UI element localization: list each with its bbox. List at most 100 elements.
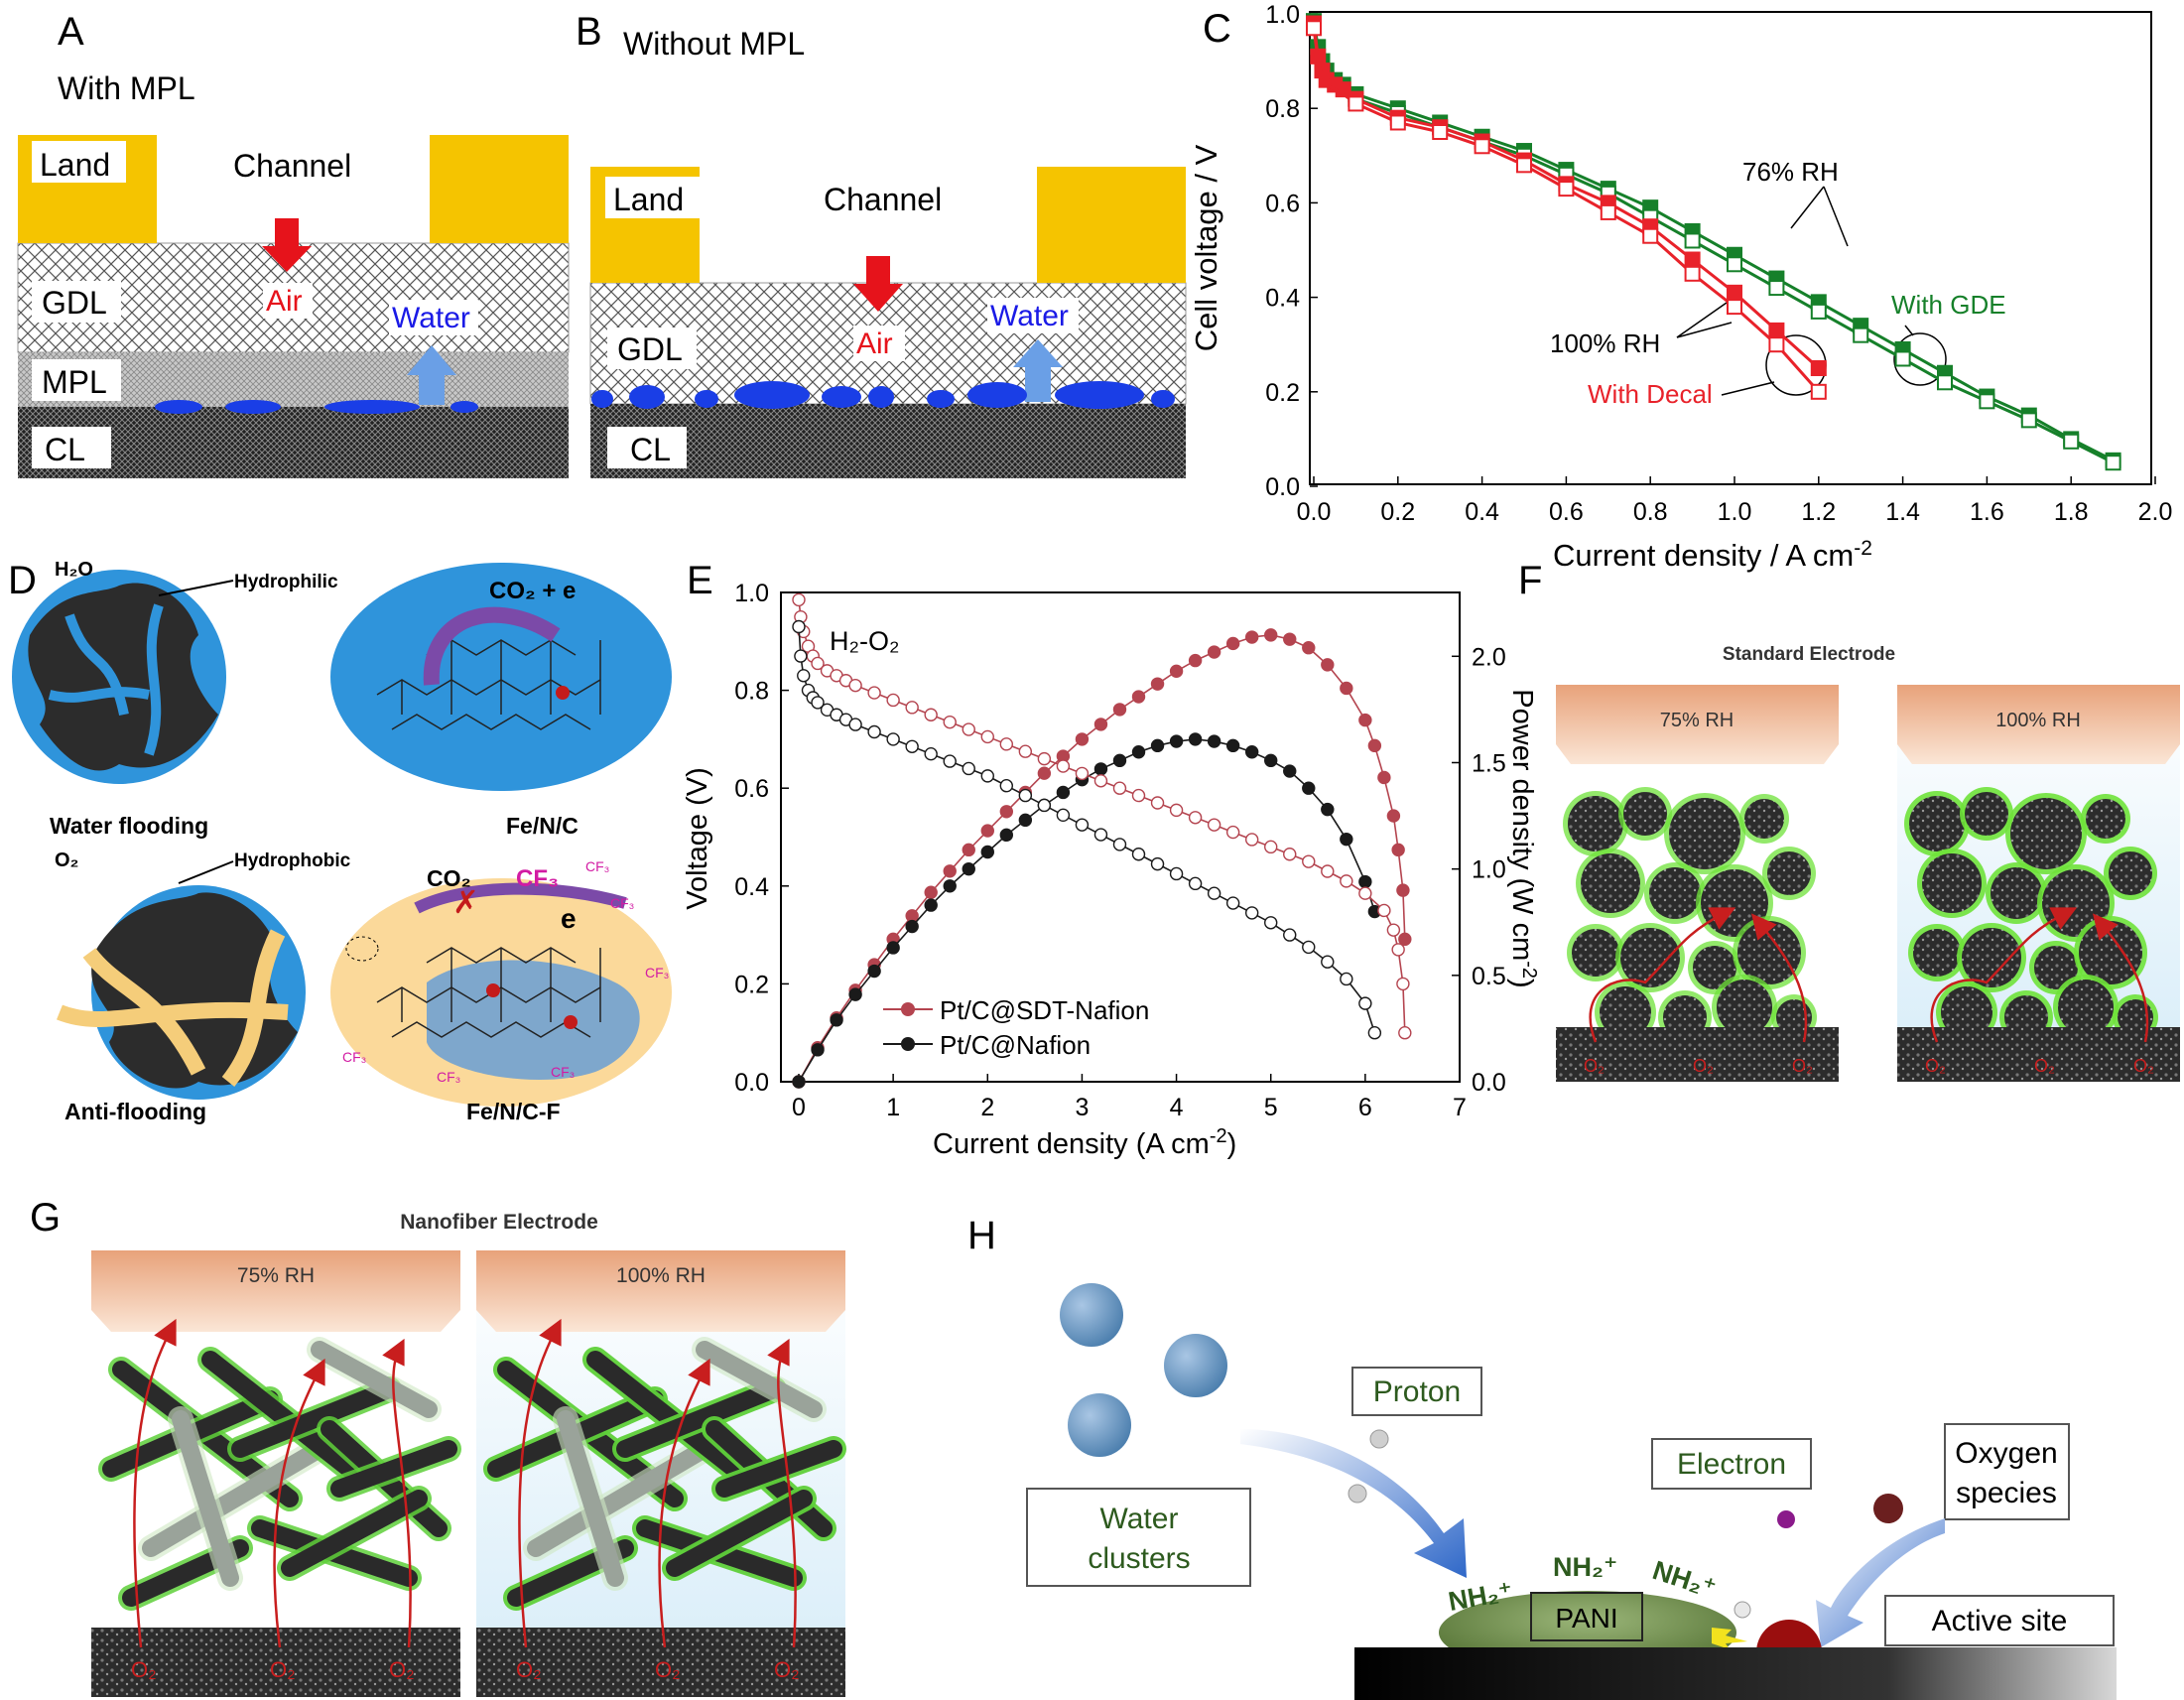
chart-e-point <box>1283 848 1297 861</box>
chart-e-point <box>1075 818 1090 832</box>
hydrophobic-leader <box>178 860 234 884</box>
water-label: Water <box>990 300 1069 332</box>
chart-e-xtick-label: 0 <box>792 1094 806 1121</box>
water-droplets <box>591 381 1175 409</box>
svg-text:CF₃: CF₃ <box>610 895 634 911</box>
chart-e-point <box>848 718 862 731</box>
chart-e-point <box>1377 770 1391 785</box>
nanofiber <box>586 1351 743 1478</box>
chart-e-point <box>905 701 919 715</box>
chart-e-point <box>943 864 957 878</box>
water-arrow-icon <box>407 345 456 405</box>
chart-e-point <box>1340 832 1353 847</box>
chart-e-point <box>794 649 808 663</box>
chart-e-point <box>1225 636 1240 651</box>
chart-e-point <box>867 964 881 979</box>
fenc-molecule <box>376 639 601 730</box>
chart-c-xtick-label: 2.0 <box>2138 498 2173 526</box>
chart-e-point <box>1112 753 1127 768</box>
chart-e-point <box>1283 928 1297 942</box>
nanofiber <box>330 1440 457 1498</box>
chart-c-xtick-label: 1.8 <box>2054 498 2089 526</box>
carbon-particle <box>2058 980 2114 1035</box>
chart-c-point <box>1768 280 1785 297</box>
chart-c-point <box>1474 138 1490 155</box>
svg-text:CF₃: CF₃ <box>551 1064 575 1080</box>
chart-e-series-line <box>798 599 1406 1033</box>
chart-e-point <box>1075 732 1090 746</box>
carbon-particle <box>2109 851 2152 895</box>
oxygen-species-label-2: species <box>1956 1477 2057 1509</box>
oxygen-path <box>767 1338 797 1648</box>
chart-c-point <box>1727 299 1742 316</box>
chart-e-xtick-label: 5 <box>1264 1094 1278 1121</box>
carbon-particle <box>1693 946 1736 989</box>
panel-g-title: Nanofiber Electrode <box>400 1211 598 1234</box>
chart-c-ytick-label: 0.4 <box>1265 285 1300 313</box>
chart-e-point <box>867 724 881 739</box>
cl-label-box <box>32 427 111 468</box>
dashed-highlight <box>345 936 379 962</box>
oxygen-path <box>1589 907 1736 1043</box>
chart-e-point <box>1131 848 1146 861</box>
chart-e-point <box>905 739 919 753</box>
chart-c-point <box>2063 433 2080 450</box>
nanofiber <box>231 1380 398 1458</box>
nh2-label-2: NH₂⁺ <box>1553 1552 1617 1582</box>
chart-c-point <box>1853 327 1869 343</box>
mpl-label: MPL <box>42 364 107 400</box>
chart-e-point <box>1391 843 1405 857</box>
membrane-layer <box>91 1250 460 1332</box>
svg-text:CF₃: CF₃ <box>585 858 609 874</box>
oxygen-path <box>658 1358 710 1648</box>
water-clusters-box <box>1026 1488 1251 1587</box>
gdl-substrate <box>1556 1027 1839 1082</box>
chart-c-xtick-label: 1.0 <box>1718 498 1752 526</box>
carbon-particle <box>2118 999 2153 1035</box>
legend-label-sdt: Pt/C@SDT-Nafion <box>940 995 1149 1025</box>
chart-e-point <box>1112 838 1127 851</box>
chart-e-point <box>1367 738 1382 753</box>
chart-e-point <box>1225 896 1240 910</box>
chart-c-ytick-label: 1.0 <box>1265 1 1300 29</box>
svg-text:CF₃: CF₃ <box>437 1069 460 1085</box>
nanofiber <box>527 1440 713 1557</box>
fe-site-icon <box>556 686 570 700</box>
legend-marker-sdt <box>901 1002 915 1016</box>
water-cluster-ball <box>1060 1283 1123 1347</box>
chart-c-point <box>1558 181 1575 197</box>
air-arrow-icon <box>853 256 903 312</box>
electron-e-label: e <box>561 903 577 934</box>
chart-e-point <box>1367 1025 1382 1040</box>
chart-e-point <box>943 879 957 893</box>
chart-e-point <box>905 919 919 934</box>
chart-c-xlabel: Current density / A cm-2 <box>1553 537 1872 573</box>
carbon-particle <box>1600 986 1651 1038</box>
proton-label: Proton <box>1373 1375 1461 1408</box>
oxygen-sphere <box>1873 1494 1903 1523</box>
chart-e-point <box>1207 818 1221 832</box>
channel-label: Channel <box>824 182 942 217</box>
nanofiber <box>201 1351 358 1478</box>
active-site-box <box>1884 1595 2115 1646</box>
water-label-box <box>987 298 1079 333</box>
chart-c-annotation-decal: With Decal <box>1588 379 1713 409</box>
chart-c-ytick-label: 0.0 <box>1265 473 1300 501</box>
chart-e-y2tick-label: 1.5 <box>1472 749 1506 777</box>
cl-label: CL <box>630 432 671 467</box>
carbon-particle <box>1568 796 1623 851</box>
carbon-particle <box>1649 867 1701 919</box>
chart-c-xtick-label: 0.8 <box>1633 498 1668 526</box>
chart-e: Current density (A cm-2) Voltage (V) Pow… <box>682 580 1540 1160</box>
carbon-particle <box>1909 796 1965 851</box>
o2-label: O₂ <box>1792 1056 1813 1076</box>
carbon-particle <box>1572 929 1619 977</box>
carbon-particle <box>2034 946 2078 989</box>
chart-e-series-line <box>798 626 1376 1033</box>
oxygen-path <box>2092 913 2149 1043</box>
gdl-label-box <box>607 327 697 369</box>
carbon-particle <box>2086 799 2125 839</box>
chart-e-point <box>924 898 938 912</box>
water-cluster-ball <box>1164 1334 1227 1397</box>
